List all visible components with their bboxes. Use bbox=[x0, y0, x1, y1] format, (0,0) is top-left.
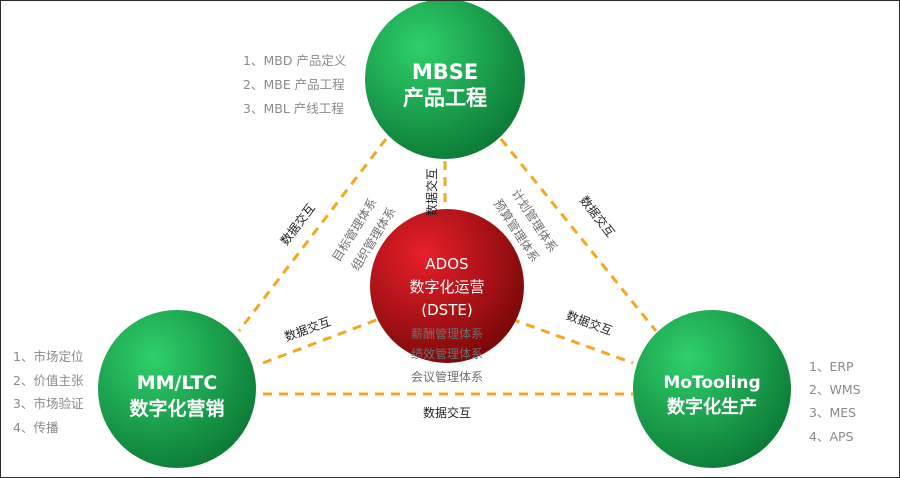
ados-sub-item-1: 薪酬管理体系 bbox=[411, 326, 483, 341]
list-item: 3、MBL 产线工程 bbox=[243, 101, 344, 116]
connectors bbox=[237, 138, 658, 396]
list-item: 2、WMS bbox=[809, 382, 861, 397]
list-item: 1、ERP bbox=[809, 359, 854, 374]
node-ados: ADOS 数字化运营 (DSTE) 薪酬管理体系 绩效管理体系 会议管理体系 bbox=[370, 209, 524, 384]
list-item: 1、市场定位 bbox=[13, 349, 83, 364]
connector-label-mbse-motooling: 数据交互 bbox=[577, 193, 618, 240]
connector-label-mmltc-motooling: 数据交互 bbox=[423, 405, 471, 420]
connector-label-mbse-mmltc: 数据交互 bbox=[277, 201, 318, 248]
connector-label-mbse-ados: 数据交互 bbox=[424, 168, 439, 216]
list-item: 2、MBE 产品工程 bbox=[243, 77, 345, 92]
motooling-title-line1: MoTooling bbox=[663, 373, 760, 393]
mmltc-title-line2: 数字化营销 bbox=[129, 397, 224, 420]
list-item: 1、MBD 产品定义 bbox=[243, 53, 347, 68]
node-motooling: MoTooling 数字化生产 bbox=[633, 310, 791, 468]
motooling-title-line2: 数字化生产 bbox=[667, 396, 757, 418]
mbse-title-line1: MBSE bbox=[412, 60, 478, 84]
ados-title-line2: 数字化运营 bbox=[409, 278, 484, 296]
mbse-title-line2: 产品工程 bbox=[403, 86, 487, 110]
list-item: 4、传播 bbox=[13, 420, 59, 435]
list-item: 3、市场验证 bbox=[13, 396, 84, 411]
node-mbse: MBSE 产品工程 bbox=[365, 1, 525, 159]
ados-title-line1: ADOS bbox=[425, 255, 468, 273]
mmltc-list: 1、市场定位 2、价值主张 3、市场验证 4、传播 bbox=[13, 349, 84, 435]
list-item: 3、MES bbox=[809, 405, 856, 420]
motooling-list: 1、ERP 2、WMS 3、MES 4、APS bbox=[809, 359, 861, 444]
mmltc-title-line1: MM/LTC bbox=[137, 372, 218, 394]
connector-motooling-ados bbox=[510, 317, 634, 365]
ados-title-line3: (DSTE) bbox=[421, 301, 472, 319]
connector-label-motooling-ados: 数据交互 bbox=[564, 308, 614, 339]
node-mm-ltc: MM/LTC 数字化营销 bbox=[98, 310, 256, 468]
list-item: 4、APS bbox=[809, 429, 854, 444]
connector-mbse-mmltc bbox=[237, 138, 388, 332]
ados-sub-item-2: 绩效管理体系 bbox=[411, 346, 483, 361]
connector-mmltc-ados bbox=[262, 317, 380, 365]
ados-sub-item-3: 会议管理体系 bbox=[411, 369, 483, 384]
mbse-list: 1、MBD 产品定义 2、MBE 产品工程 3、MBL 产线工程 bbox=[243, 53, 347, 116]
list-item: 2、价值主张 bbox=[13, 373, 84, 388]
